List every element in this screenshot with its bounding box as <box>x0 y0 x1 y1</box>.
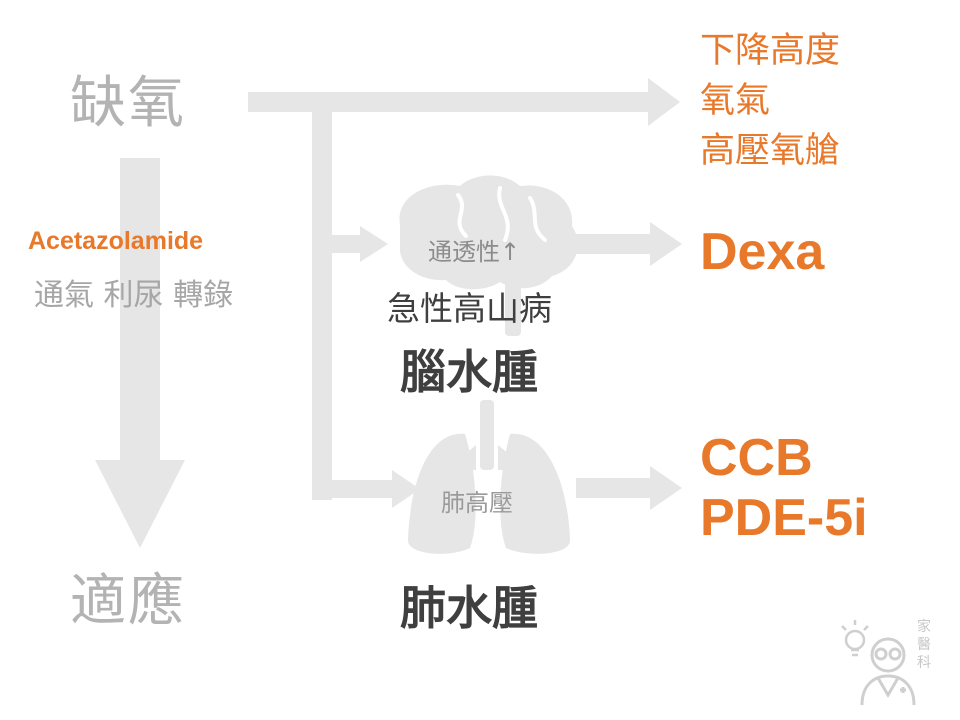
permeability-label: 通透性↑ <box>428 238 521 266</box>
brain-folds <box>456 186 547 242</box>
ccb-arrow-shaft <box>576 478 652 498</box>
hape-treatments: CCB PDE-5i <box>700 428 868 548</box>
descent-option: 高壓氧艙 <box>700 131 841 171</box>
ccb-arrow-head <box>650 466 682 510</box>
ams-label: 急性高山病 <box>387 289 552 328</box>
trunk <box>312 100 332 500</box>
treatment-ccb: CCB <box>700 429 813 487</box>
down-arrow-head <box>95 460 185 548</box>
acetazolamide-effects: 通氣 利尿 轉錄 <box>34 278 234 313</box>
lung-branch-head <box>392 470 420 508</box>
pulmonary-hypertension-label: 肺高壓 <box>441 489 513 517</box>
down-arrow-shaft <box>120 158 160 460</box>
lungs-icon <box>407 400 571 554</box>
treatment-pde5i: PDE-5i <box>700 489 868 547</box>
acclimatization-label: 適應 <box>70 569 186 634</box>
dexa-label: Dexa <box>700 223 825 281</box>
arrows <box>95 78 682 548</box>
descent-option: 下降高度 <box>700 31 841 71</box>
descent-option: 氧氣 <box>700 81 771 121</box>
brain-branch-head <box>360 226 388 262</box>
brain-branch-shaft <box>312 235 362 253</box>
hace-label: 腦水腫 <box>400 345 538 399</box>
hape-label: 肺水腫 <box>400 581 538 635</box>
lightbulb-icon <box>841 620 869 657</box>
watermark-text: 家醫科 <box>917 619 931 671</box>
doctor-icon <box>860 637 916 706</box>
hypoxia-label: 缺氧 <box>70 71 186 136</box>
dexa-arrow-shaft <box>576 234 652 254</box>
lung-branch-shaft <box>312 480 394 498</box>
top-arrow-shaft <box>248 92 650 112</box>
descent-options-list: 下降高度 氧氣 高壓氧艙 <box>700 26 840 176</box>
acetazolamide-label: Acetazolamide <box>28 227 204 255</box>
top-arrow-head <box>648 78 680 126</box>
dexa-arrow-head <box>650 222 682 266</box>
